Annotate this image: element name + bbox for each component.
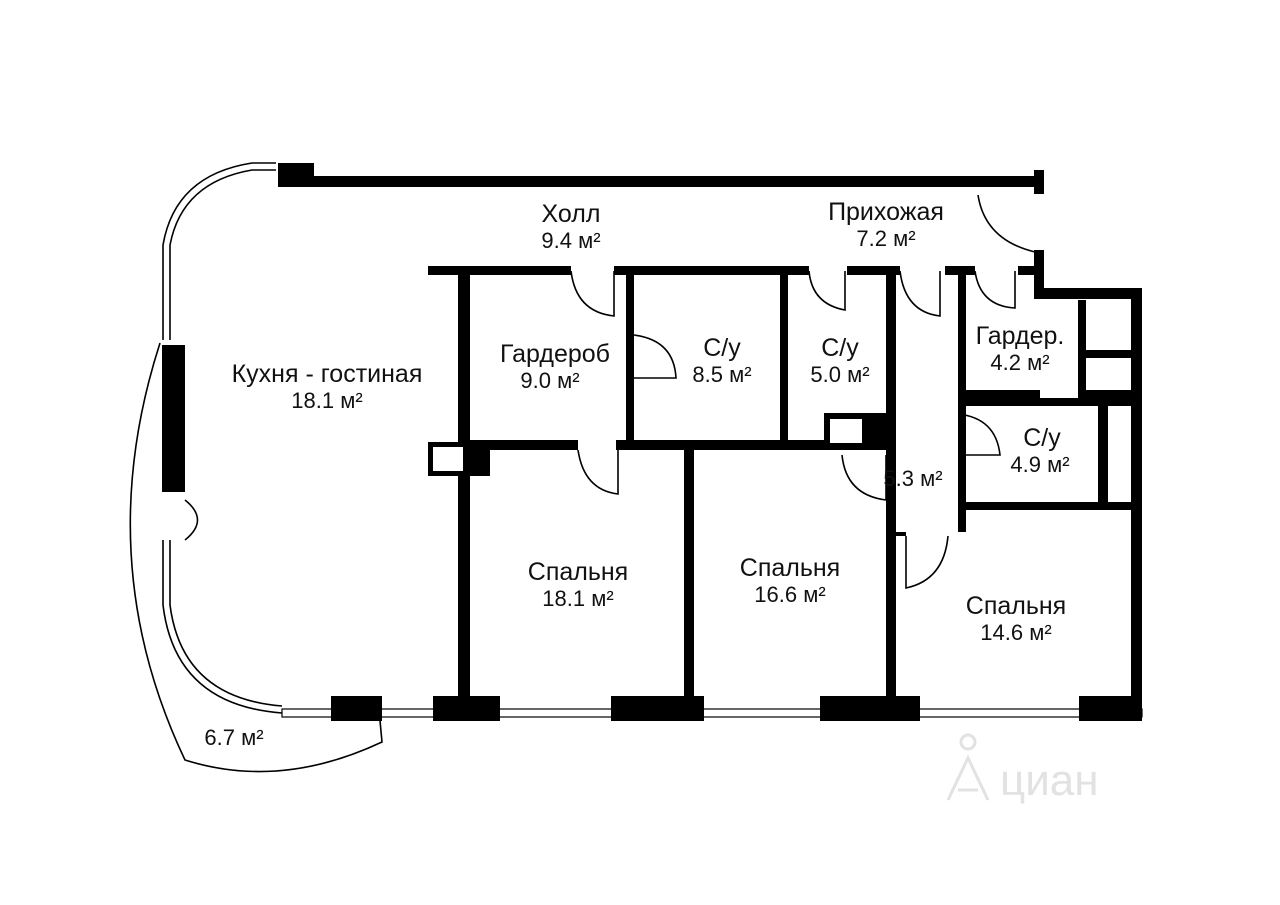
bed1-area: 18.1 м² (542, 586, 613, 611)
door-swings (570, 270, 1016, 589)
balcony (129, 342, 383, 773)
corridor-area: 5.3 м² (883, 466, 942, 491)
kitchen-name: Кухня - гостиная (232, 360, 423, 388)
bed3-area: 14.6 м² (980, 620, 1051, 645)
wardrobe-area: 9.0 м² (520, 368, 579, 393)
bath2-area: 5.0 м² (810, 362, 869, 387)
bed3-name: Спальня (966, 592, 1066, 620)
entry-area: 7.2 м² (856, 226, 915, 251)
entrance-door (977, 194, 1142, 718)
hall-name: Холл (542, 200, 601, 228)
bath3-area: 4.9 м² (1010, 452, 1069, 477)
watermark-text: циан (1000, 756, 1099, 805)
room-labels: Кухня - гостиная 18.1 м² Холл 9.4 м² При… (204, 198, 1069, 750)
bed2-name: Спальня (740, 554, 840, 582)
bath3-name: С/у (1023, 424, 1061, 452)
watermark-person-icon (946, 733, 990, 801)
wardrobe2-name: Гардер. (976, 322, 1065, 350)
top-wall (278, 163, 1044, 194)
interior-walls (428, 266, 1136, 696)
bed1-name: Спальня (528, 558, 628, 586)
bath1-area: 8.5 м² (692, 362, 751, 387)
kitchen-area: 18.1 м² (291, 388, 362, 413)
bed2-area: 16.6 м² (754, 582, 825, 607)
wardrobe2-area: 4.2 м² (990, 350, 1049, 375)
entry-name: Прихожая (828, 198, 944, 226)
hall-area: 9.4 м² (541, 228, 600, 253)
wardrobe-name: Гардероб (500, 340, 610, 368)
watermark-logo: циан (946, 733, 1099, 805)
bottom-wall (281, 696, 1143, 721)
bath1-name: С/у (703, 334, 741, 362)
bath2-name: С/у (821, 334, 859, 362)
balcony-area: 6.7 м² (204, 725, 263, 750)
curved-window-wall (162, 162, 283, 714)
